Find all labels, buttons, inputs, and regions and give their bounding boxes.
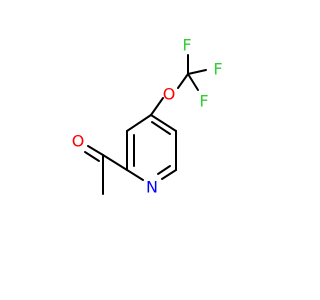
bond-cf-right <box>187 69 207 75</box>
bond-c2-carbonyl <box>102 154 128 171</box>
bond-c4-c5-inner <box>151 121 171 135</box>
bond-c2-n <box>126 169 144 181</box>
atom-f2: F <box>213 60 222 79</box>
atom-n-ring: N <box>146 178 158 197</box>
bond-cf3-o <box>177 73 189 89</box>
structure-drawing: F F F O O N <box>72 36 223 197</box>
bond-c6-n <box>161 169 177 180</box>
atom-f3: F <box>199 92 208 111</box>
bonds <box>84 54 207 195</box>
bond-o-c4 <box>150 97 164 116</box>
atom-o-ether: O <box>163 85 176 104</box>
atom-f1: F <box>182 36 191 55</box>
bond-carbonyl-o-2 <box>84 151 100 162</box>
atom-labels: F F F O O N <box>72 36 223 197</box>
bond-carbonyl-o-1 <box>87 145 104 156</box>
molecule-canvas: F F F O O N <box>71 35 223 197</box>
atom-o-carbonyl: O <box>72 132 85 151</box>
bond-cf-lower <box>187 73 199 91</box>
bond-c4-c5 <box>150 114 177 132</box>
bond-c4-c3 <box>126 114 152 132</box>
bond-c6-n-inner <box>157 165 171 175</box>
